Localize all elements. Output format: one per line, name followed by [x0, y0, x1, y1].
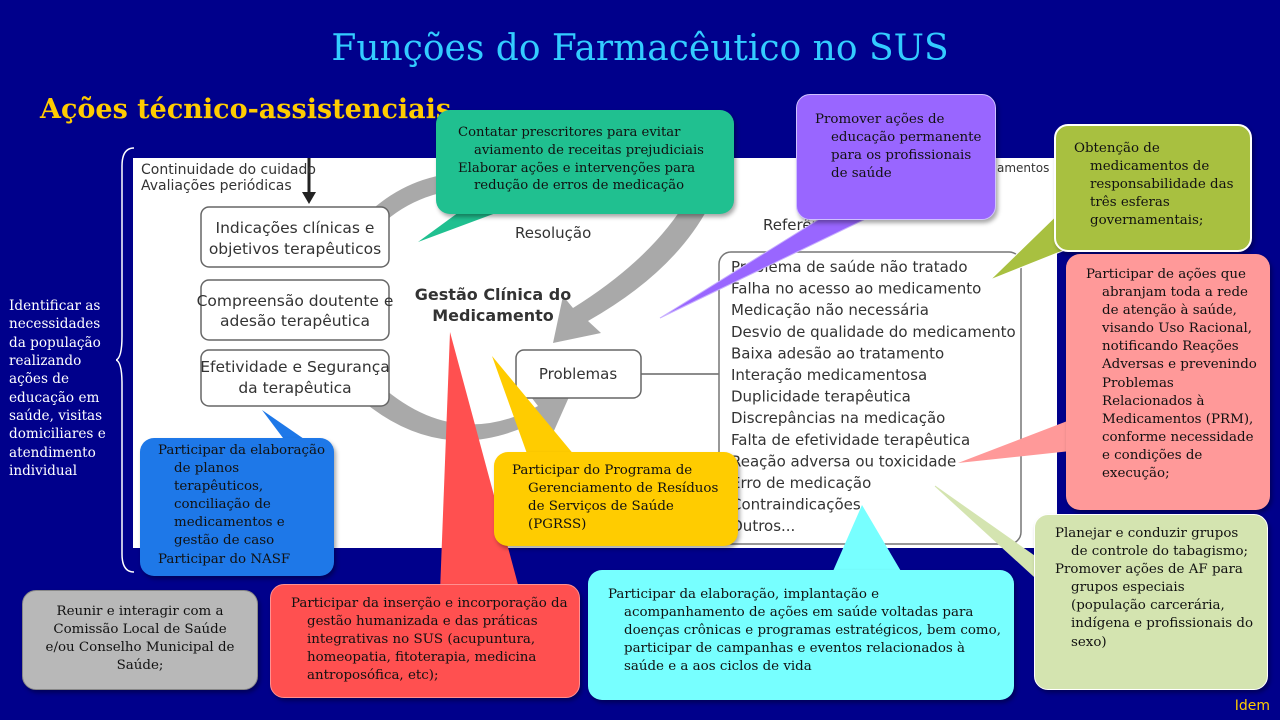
bubble-pgrss: Participar do Programa de Gerenciamento …: [494, 452, 738, 546]
cycle-arrow: [338, 363, 573, 441]
box-indicacoes: [200, 206, 390, 268]
left-bracket: [116, 147, 135, 573]
bubble-educacao: Promover ações de educação permanente pa…: [796, 94, 996, 220]
problem-list-item: Desvio de qualidade do medicamento: [731, 323, 1016, 341]
bubble-planos-p1: Participar da elaboração de planos terap…: [158, 443, 326, 549]
bubble-participar-acoes: Participar de ações que abranjam toda a …: [1066, 254, 1270, 510]
problem-list-item: Baixa adesão ao tratamento: [731, 344, 944, 362]
box-efetividade: [200, 349, 390, 407]
bubble-participar-acoes-p1: Participar de ações que abranjam toda a …: [1086, 267, 1257, 482]
tail-participar-acoes: [958, 420, 1080, 463]
box-efetividade-l2: da terapêutica: [238, 379, 351, 397]
problem-list-item: Falta de efetividade terapêutica: [731, 431, 970, 449]
box-compreensao: [200, 279, 390, 341]
problem-list-item: Discrepâncias na medicação: [731, 409, 945, 427]
cycle-arrow-right: [553, 198, 708, 343]
bubble-comissao-p1: Reunir e interagir com a Comissão Local …: [45, 604, 235, 674]
problem-list-item: Reação adversa ou toxicidade: [731, 452, 956, 470]
bubble-prescritores-p1: Contatar prescritores para evitar aviame…: [458, 125, 704, 158]
bubble-obtencao: Obtenção de medicamentos de responsabili…: [1054, 124, 1252, 252]
bubble-tabagismo: Planejar e conduzir grupos de controle d…: [1034, 514, 1268, 690]
bubble-obtencao-p1: Obtenção de medicamentos de responsabili…: [1074, 141, 1234, 229]
gestao-clinica-diagram: Continuidade do cuidado Avaliações perió…: [133, 158, 1057, 548]
left-text-identificar: Identificar as necessidades da população…: [9, 298, 106, 480]
bubble-praticas-p1: Participar da inserção e incorporação da…: [291, 596, 568, 684]
encaminhamentos-label: amentos: [997, 161, 1049, 175]
footer-idem: Idem: [1234, 698, 1270, 714]
box-efetividade-l1: Efetividade e Segurança: [200, 358, 390, 376]
tail-pgrss: [492, 356, 580, 462]
box-problemas-label: Problemas: [539, 365, 618, 383]
bubble-cronicas-p1: Participar da elaboração, implantação e …: [608, 587, 1001, 675]
center-title-l1: Gestão Clínica do: [415, 285, 571, 304]
center-title-l2: Medicamento: [432, 306, 554, 325]
problem-list-item: Contraindicações: [731, 496, 861, 514]
problem-list-item: Problema de saúde não tratado: [731, 258, 968, 276]
entry-arrow-head: [302, 192, 316, 204]
bubble-prescritores-p2: Elaborar ações e intervenções para reduç…: [458, 160, 696, 194]
bubble-tabagismo-p2: Promover ações de AF para grupos especia…: [1055, 562, 1254, 650]
bubble-pgrss-p1: Participar do Programa de Gerenciamento …: [512, 463, 719, 533]
bubble-praticas: Participar da inserção e incorporação da…: [270, 584, 580, 698]
problem-list-item: Duplicidade terapêutica: [731, 388, 911, 406]
page-title: Funções do Farmacêutico no SUS: [331, 28, 949, 69]
resolucao-label: Resolução: [515, 224, 591, 242]
box-compreensao-l1: Compreensão doutente e: [197, 292, 394, 310]
bubble-tabagismo-p1: Planejar e conduzir grupos de controle d…: [1055, 526, 1249, 560]
problem-list-item: Outros...: [731, 517, 795, 535]
bubble-comissao: Reunir e interagir com a Comissão Local …: [22, 590, 258, 690]
box-indicacoes-l1: Indicações clínicas e: [216, 219, 375, 237]
bubble-cronicas: Participar da elaboração, implantação e …: [588, 570, 1014, 700]
bubble-planos-p2: Participar do NASF: [158, 551, 291, 567]
continuidade-line-2: Avaliações periódicas: [141, 178, 292, 194]
problem-list-item: Falha no acesso ao medicamento: [731, 280, 981, 298]
problem-list-item: Erro de medicação: [731, 474, 871, 492]
problem-list-item: Medicação não necessária: [731, 301, 929, 319]
tail-cronicas: [830, 505, 905, 578]
bubble-planos: Participar da elaboração de planos terap…: [140, 438, 334, 576]
box-indicacoes-l2: objetivos terapêuticos: [209, 240, 381, 258]
problem-list-item: Interação medicamentosa: [731, 366, 927, 384]
bubble-prescritores: Contatar prescritores para evitar aviame…: [436, 110, 734, 214]
bubble-educacao-p1: Promover ações de educação permanente pa…: [815, 112, 982, 182]
continuidade-line-1: Continuidade do cuidado: [141, 162, 316, 178]
page-subtitle: Ações técnico-assistenciais: [40, 94, 452, 125]
box-compreensao-l2: adesão terapêutica: [220, 312, 370, 330]
